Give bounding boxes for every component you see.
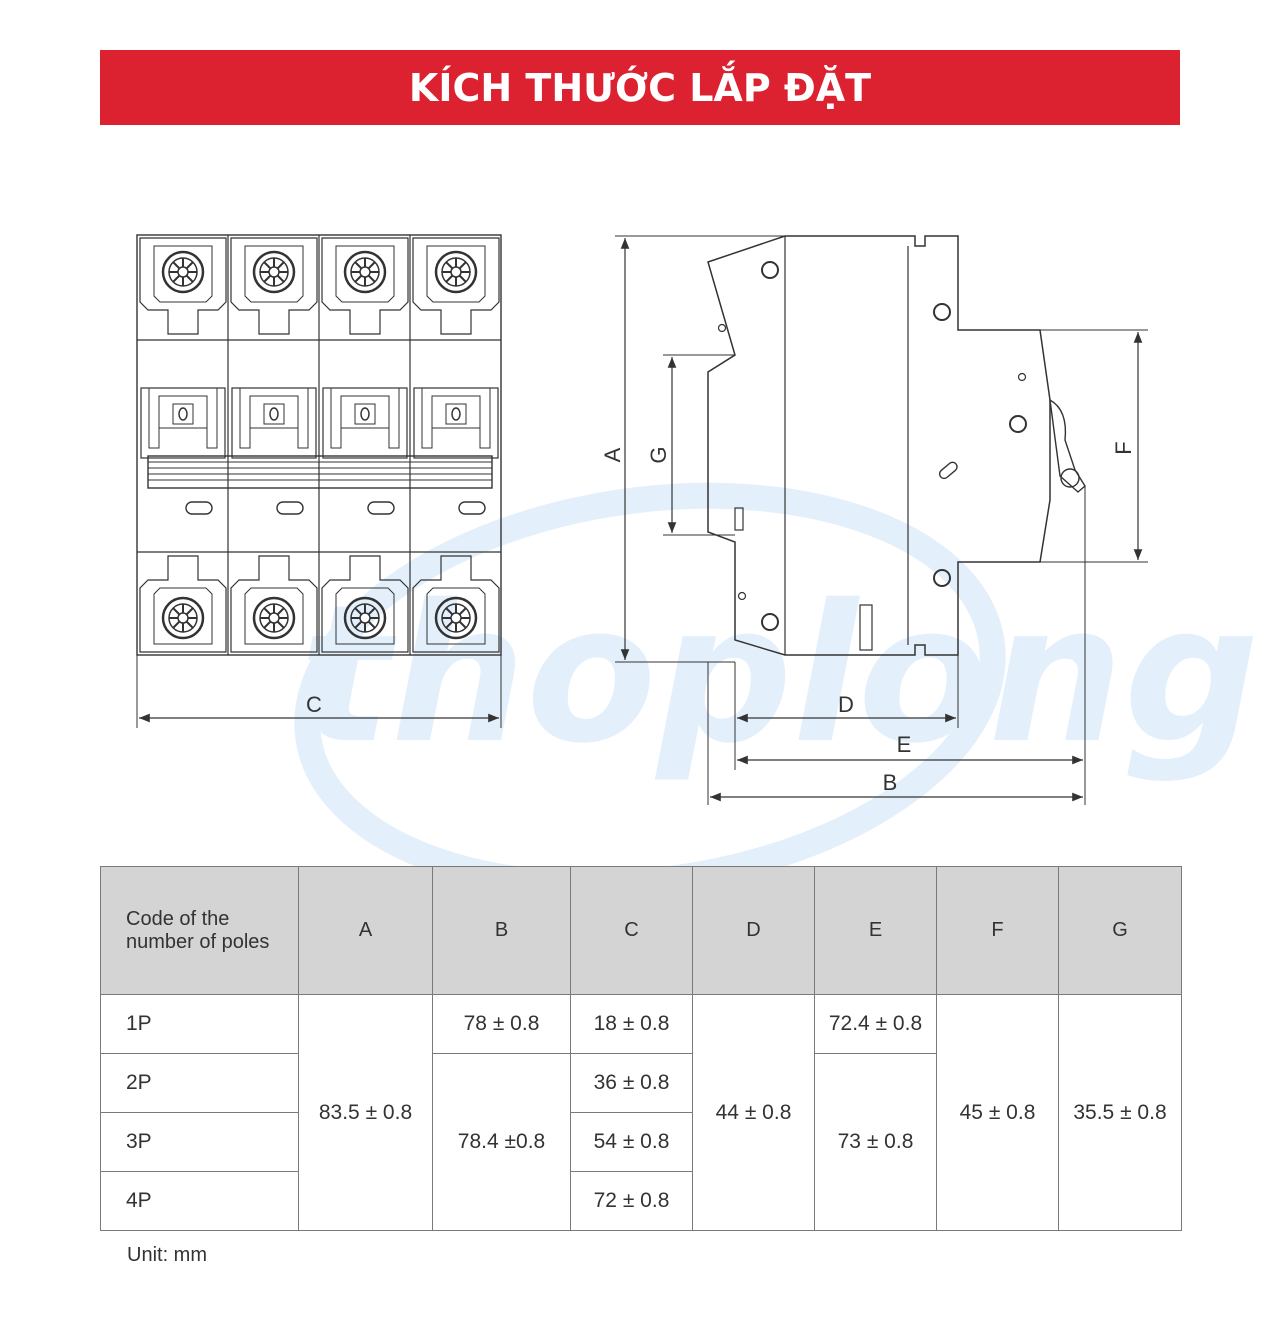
header-g: G: [1058, 866, 1182, 995]
page-title: KÍCH THƯỚC LẮP ĐẶT: [100, 50, 1180, 125]
front-view: [136, 234, 502, 728]
value-g: 35.5 ± 0.8: [1058, 994, 1182, 1231]
table-row: 3P 54 ± 0.8: [100, 1112, 1182, 1172]
value-c-3p: 54 ± 0.8: [570, 1112, 693, 1172]
header-d: D: [692, 866, 815, 995]
dim-label-a: A: [600, 447, 625, 462]
dim-label-g: G: [646, 446, 671, 463]
header-c: C: [570, 866, 693, 995]
value-d: 44 ± 0.8: [692, 994, 815, 1231]
pole-cell: 2P: [100, 1053, 299, 1113]
header-f: F: [936, 866, 1059, 995]
table-header-row: Code of the number of poles A B C D E F …: [100, 866, 1182, 995]
pole-cell: 3P: [100, 1112, 299, 1172]
installation-drawing: C A G: [136, 234, 1148, 805]
dimension-table: Code of the number of poles A B C D E F …: [100, 866, 1182, 1231]
header-poles: Code of the number of poles: [100, 866, 299, 995]
value-e-1p: 72.4 ± 0.8: [814, 994, 937, 1054]
pole-cell: 4P: [100, 1171, 299, 1231]
value-c-1p: 18 ± 0.8: [570, 994, 693, 1054]
dim-label-d: D: [838, 692, 854, 717]
dim-label-e: E: [897, 732, 912, 757]
side-view: [615, 235, 1148, 805]
value-e-multi: 73 ± 0.8: [814, 1053, 937, 1231]
dim-label-f: F: [1111, 441, 1136, 454]
table-row: 2P 78.4 ±0.8 36 ± 0.8 73 ± 0.8: [100, 1053, 1182, 1231]
table-row: 1P 83.5 ± 0.8 78 ± 0.8 18 ± 0.8 44 ± 0.8…: [100, 994, 1182, 1231]
dim-label-b: B: [883, 770, 898, 795]
value-c-2p: 36 ± 0.8: [570, 1053, 693, 1113]
header-b: B: [432, 866, 571, 995]
value-c-4p: 72 ± 0.8: [570, 1171, 693, 1231]
dim-label-c: C: [306, 692, 322, 717]
unit-note: Unit: mm: [127, 1244, 207, 1266]
value-a: 83.5 ± 0.8: [298, 994, 433, 1231]
header-a: A: [298, 866, 433, 995]
header-e: E: [814, 866, 937, 995]
value-f: 45 ± 0.8: [936, 994, 1059, 1231]
watermark-text: thoplong: [300, 564, 1260, 785]
table-row: 4P 72 ± 0.8: [100, 1171, 1182, 1231]
value-b-1p: 78 ± 0.8: [432, 994, 571, 1054]
pole-cell: 1P: [100, 994, 299, 1054]
value-b-multi: 78.4 ±0.8: [432, 1053, 571, 1231]
